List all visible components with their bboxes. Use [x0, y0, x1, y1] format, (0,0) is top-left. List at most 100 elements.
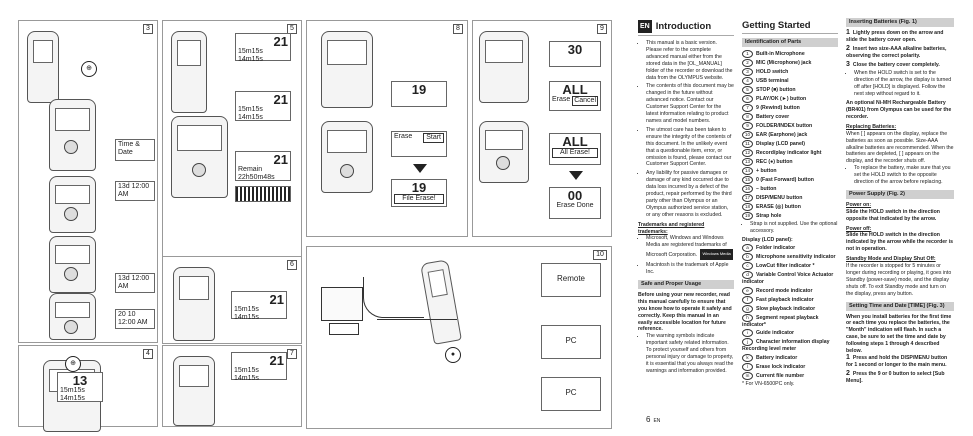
- panel-number: 6: [287, 260, 297, 270]
- part-label: EAR (Earphone) jack: [756, 131, 808, 138]
- part-label: 9 (Rewind) button: [756, 104, 800, 111]
- lcd-screen: 21 15m15s 14m15s: [231, 291, 287, 321]
- lcd-screen: 21 15m15s 14m15s: [235, 91, 291, 121]
- list-item: Any liability for passive damages or dam…: [646, 170, 734, 218]
- part-number: 14: [742, 166, 753, 175]
- recorder-illustration: [479, 31, 529, 103]
- display-item-label: Microphone sensitivity indicator: [756, 253, 836, 260]
- display-item-label: Guide indicator: [756, 330, 795, 337]
- display-item-letter: d: [742, 270, 753, 279]
- lcd-number: 21: [269, 353, 284, 368]
- panel-number: 8: [453, 24, 463, 34]
- trademark-text: Microsoft, Windows and Windows Media are…: [646, 235, 727, 259]
- language-tag: EN: [638, 20, 652, 33]
- part-number: 16: [742, 184, 753, 193]
- lcd-text: 15m15s 14m15s: [60, 387, 85, 402]
- lcd-screen: 30: [549, 41, 601, 67]
- lcd-screen: 19 File Erase!: [391, 179, 447, 207]
- lcd-text: Erase Done: [556, 202, 594, 209]
- step-text: Lightly press down on the arrow and slid…: [846, 29, 944, 43]
- figure-panel-9: 9 30 ALL Erase Cancel ALL All Erase! 00 …: [472, 20, 612, 237]
- safety-bullets: The warning symbols indicate important s…: [638, 333, 734, 374]
- part-number: 18: [742, 202, 753, 211]
- lcd-number: 21: [273, 92, 288, 107]
- lcd-text: Remain 22h50m48s: [238, 166, 275, 181]
- part-number: 17: [742, 193, 753, 202]
- windows-media-logo: Windows Media: [700, 249, 733, 261]
- recorder-illustration: [171, 116, 228, 198]
- part-number: 15: [742, 175, 753, 184]
- recorder-illustration: [49, 236, 96, 293]
- step-text: Press and hold the DISP/MENU button for …: [846, 354, 948, 368]
- standby-heading: Standby Mode and Display Shut Off:: [846, 256, 936, 263]
- strap-note-list: Strap is not supplied. Use the optional …: [742, 221, 838, 235]
- list-item: Macintosh is the trademark of Apple Inc.: [646, 262, 734, 276]
- lcd-screen: 00 Erase Done: [549, 187, 601, 219]
- page-number-value: 6: [646, 415, 651, 424]
- display-item-letter: b: [742, 252, 753, 261]
- display-item-letter: j: [742, 338, 753, 347]
- part-label: USB terminal: [756, 77, 789, 84]
- lcd-text: Time & Date: [118, 141, 140, 156]
- display-item-letter: m: [742, 372, 753, 381]
- time-intro: When you install batteries for the first…: [846, 313, 952, 355]
- recorder-illustration: [321, 121, 373, 193]
- lcd-number: 13: [72, 373, 88, 388]
- lcd-text: 13d 12:00 AM: [118, 275, 150, 290]
- trademarks-heading: Trademarks and registered trademarks:: [638, 221, 705, 235]
- recorder-illustration: [49, 99, 96, 171]
- list-item: This manual is a basic version. Please r…: [646, 40, 734, 81]
- callout-marker: ⊕: [81, 61, 97, 77]
- down-arrow-icon: [413, 164, 427, 173]
- part-number: 8: [742, 112, 753, 121]
- display-item-letter: a: [742, 243, 753, 252]
- panel-number: 7: [287, 349, 297, 359]
- battery-step-bullets: When the HOLD switch is set to the direc…: [846, 70, 954, 98]
- lcd-screen: 20 10 12:00 AM: [115, 309, 155, 329]
- replacing-heading: Replacing Batteries:: [846, 123, 897, 130]
- part-label: Strap hole: [756, 212, 782, 219]
- part-number: 9: [742, 121, 753, 130]
- display-item-letter: c: [742, 261, 753, 270]
- list-item: When the HOLD switch is set to the direc…: [854, 70, 954, 98]
- callout-marker: ●: [445, 347, 461, 363]
- power-on-text: Slide the HOLD switch in the direction o…: [846, 208, 940, 222]
- part-number: 6: [742, 94, 753, 103]
- list-item: The warning symbols indicate important s…: [646, 333, 734, 374]
- list-item: Strap is not supplied. Use the optional …: [750, 221, 838, 235]
- introduction-bullets: This manual is a basic version. Please r…: [638, 40, 734, 219]
- display-item-letter: e: [742, 286, 753, 295]
- lcd-screen: PC: [541, 377, 601, 411]
- safety-section-band: Safe and Proper Usage: [638, 280, 734, 289]
- part-number: 2: [742, 58, 753, 67]
- lcd-number: 30: [567, 42, 583, 57]
- lcd-option-cancel: Cancel: [572, 96, 598, 106]
- display-item-label: Slow playback indicator: [756, 305, 816, 312]
- recorder-illustration: [173, 356, 215, 426]
- nimh-note: An optional Ni-MH Rechargeable Battery (…: [846, 100, 952, 120]
- introduction-title: Introduction: [655, 21, 712, 32]
- recorder-illustration: [321, 31, 373, 108]
- lcd-text: 15m15s 14m15s: [238, 106, 263, 121]
- figure-panel-7: 7 21 15m15s 14m15s: [162, 345, 302, 427]
- part-label: Battery cover: [756, 113, 790, 120]
- lcd-option-start: Start: [423, 133, 444, 143]
